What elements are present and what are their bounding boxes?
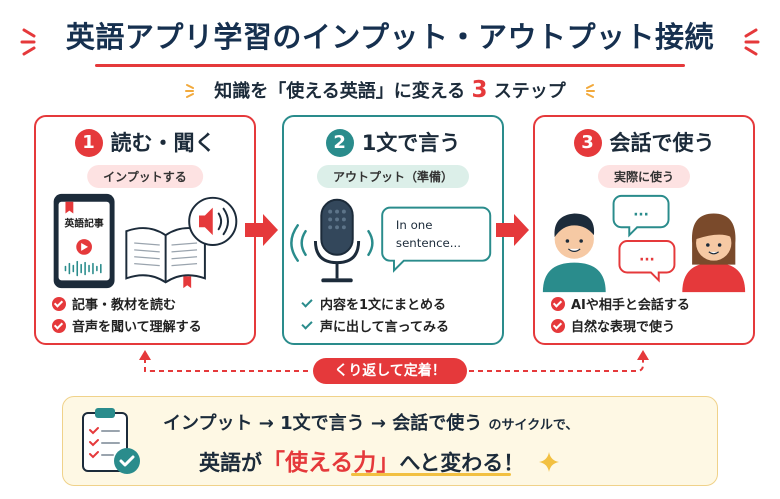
reading-listening-illustration: 英語記事: [53, 193, 238, 289]
chat-dots-2: ...: [639, 249, 655, 265]
bubble-text-1: In one: [396, 218, 433, 232]
sparkle-icon: [538, 452, 559, 472]
step-heading-3: 3 会話で使う: [535, 127, 753, 157]
summary-cycle: インプット → 1文で言う → 会話で使う: [163, 413, 483, 434]
check-item: AIや相手と会話する: [551, 295, 743, 317]
check-icon: [551, 297, 565, 311]
summary-cycle-suffix: のサイクルで、: [488, 418, 579, 433]
check-item: 声に出して言ってみる: [300, 317, 492, 339]
emphasis-underline: [351, 473, 511, 476]
summary-line-2: 英語が「使える力」へと変わる！: [199, 443, 560, 477]
check-icon: [300, 319, 314, 333]
subtitle-after: ステップ: [493, 81, 566, 102]
bubble-text-2: sentence...: [396, 236, 461, 250]
check-item: 記事・教材を読む: [52, 295, 244, 317]
person-boy-icon: [542, 213, 606, 293]
chat-bubble-red-icon: ...: [618, 240, 676, 283]
tablet-icon: 英語記事: [53, 193, 115, 289]
step-checks-3: AIや相手と会話する 自然な表現で使う: [551, 295, 743, 339]
check-icon: [52, 319, 66, 333]
step-heading-1: 1 読む・聞く: [36, 127, 254, 157]
step-card-2: 2 1文で言う アウトプット（準備） In one sentence... 内容を…: [282, 115, 504, 345]
step-pill-3: 実際に使う: [597, 165, 691, 188]
person-girl-icon: [682, 213, 746, 293]
conversation-illustration: ... ...: [542, 194, 746, 293]
check-icon: [551, 319, 565, 333]
repeat-label: くり返して定着！: [313, 358, 467, 384]
check-icon: [52, 297, 66, 311]
check-icon: [300, 297, 314, 311]
sparkle-left-icon: [20, 28, 36, 56]
tablet-label: 英語記事: [64, 216, 104, 229]
spark-left-icon: [184, 84, 194, 98]
step-pill-2: アウトプット（準備）: [316, 165, 470, 188]
arrow-right-icon: [496, 214, 529, 246]
arrow-right-icon: [245, 214, 278, 246]
step-pill-1: インプットする: [87, 165, 203, 188]
check-item: 音声を聞いて理解する: [52, 317, 244, 339]
step-badge-2: 2: [325, 129, 354, 157]
summary-emphasis: 「使える力」: [262, 450, 400, 476]
speaker-icon: [188, 196, 238, 246]
repeat-loop-arrow: [139, 350, 649, 372]
step-title-1: 読む・聞く: [110, 131, 216, 155]
loop-arrowhead-right: [637, 350, 649, 360]
step-checks-2: 内容を1文にまとめる 声に出して言ってみる: [300, 295, 492, 339]
microphone-icon: [290, 198, 374, 283]
loop-arrowhead-left: [139, 350, 151, 360]
step-title-3: 会話で使う: [609, 131, 715, 155]
step-heading-2: 2 1文で言う: [284, 127, 502, 157]
summary-pre: 英語が: [199, 451, 262, 475]
summary-line-1: インプット → 1文で言う → 会話で使う のサイクルで、: [163, 409, 578, 435]
chat-bubble-teal-icon: ...: [612, 194, 670, 238]
step-badge-3: 3: [573, 129, 602, 157]
step-card-1: 1 読む・聞く インプットする 英語記事: [34, 115, 256, 345]
subtitle-number: 3: [471, 77, 488, 103]
speech-bubble-icon: In one sentence...: [381, 206, 492, 273]
sparkle-right-icon: [744, 28, 760, 56]
step-title-2: 1文で言う: [361, 131, 461, 155]
clipboard-check-icon: [82, 408, 140, 474]
check-item: 自然な表現で使う: [551, 317, 743, 339]
summary-box: インプット → 1文で言う → 会話で使う のサイクルで、 英語が「使える力」へ…: [62, 396, 718, 486]
step-checks-1: 記事・教材を読む 音声を聞いて理解する: [52, 295, 244, 339]
open-book-icon: [125, 227, 206, 289]
subtitle-before: 知識を「使える英語」に変える: [214, 81, 466, 102]
spark-right-icon: [586, 84, 596, 98]
check-item: 内容を1文にまとめる: [300, 295, 492, 317]
title-underline: [95, 64, 685, 67]
chat-dots-1: ...: [633, 204, 649, 220]
microphone-illustration: In one sentence...: [290, 198, 492, 283]
step-badge-1: 1: [74, 129, 103, 157]
summary-post: へと変わる！: [399, 451, 525, 475]
page-title: 英語アプリ学習のインプット・アウトプット接続: [65, 20, 715, 54]
subtitle: 知識を「使える英語」に変える 3 ステップ: [0, 77, 780, 103]
